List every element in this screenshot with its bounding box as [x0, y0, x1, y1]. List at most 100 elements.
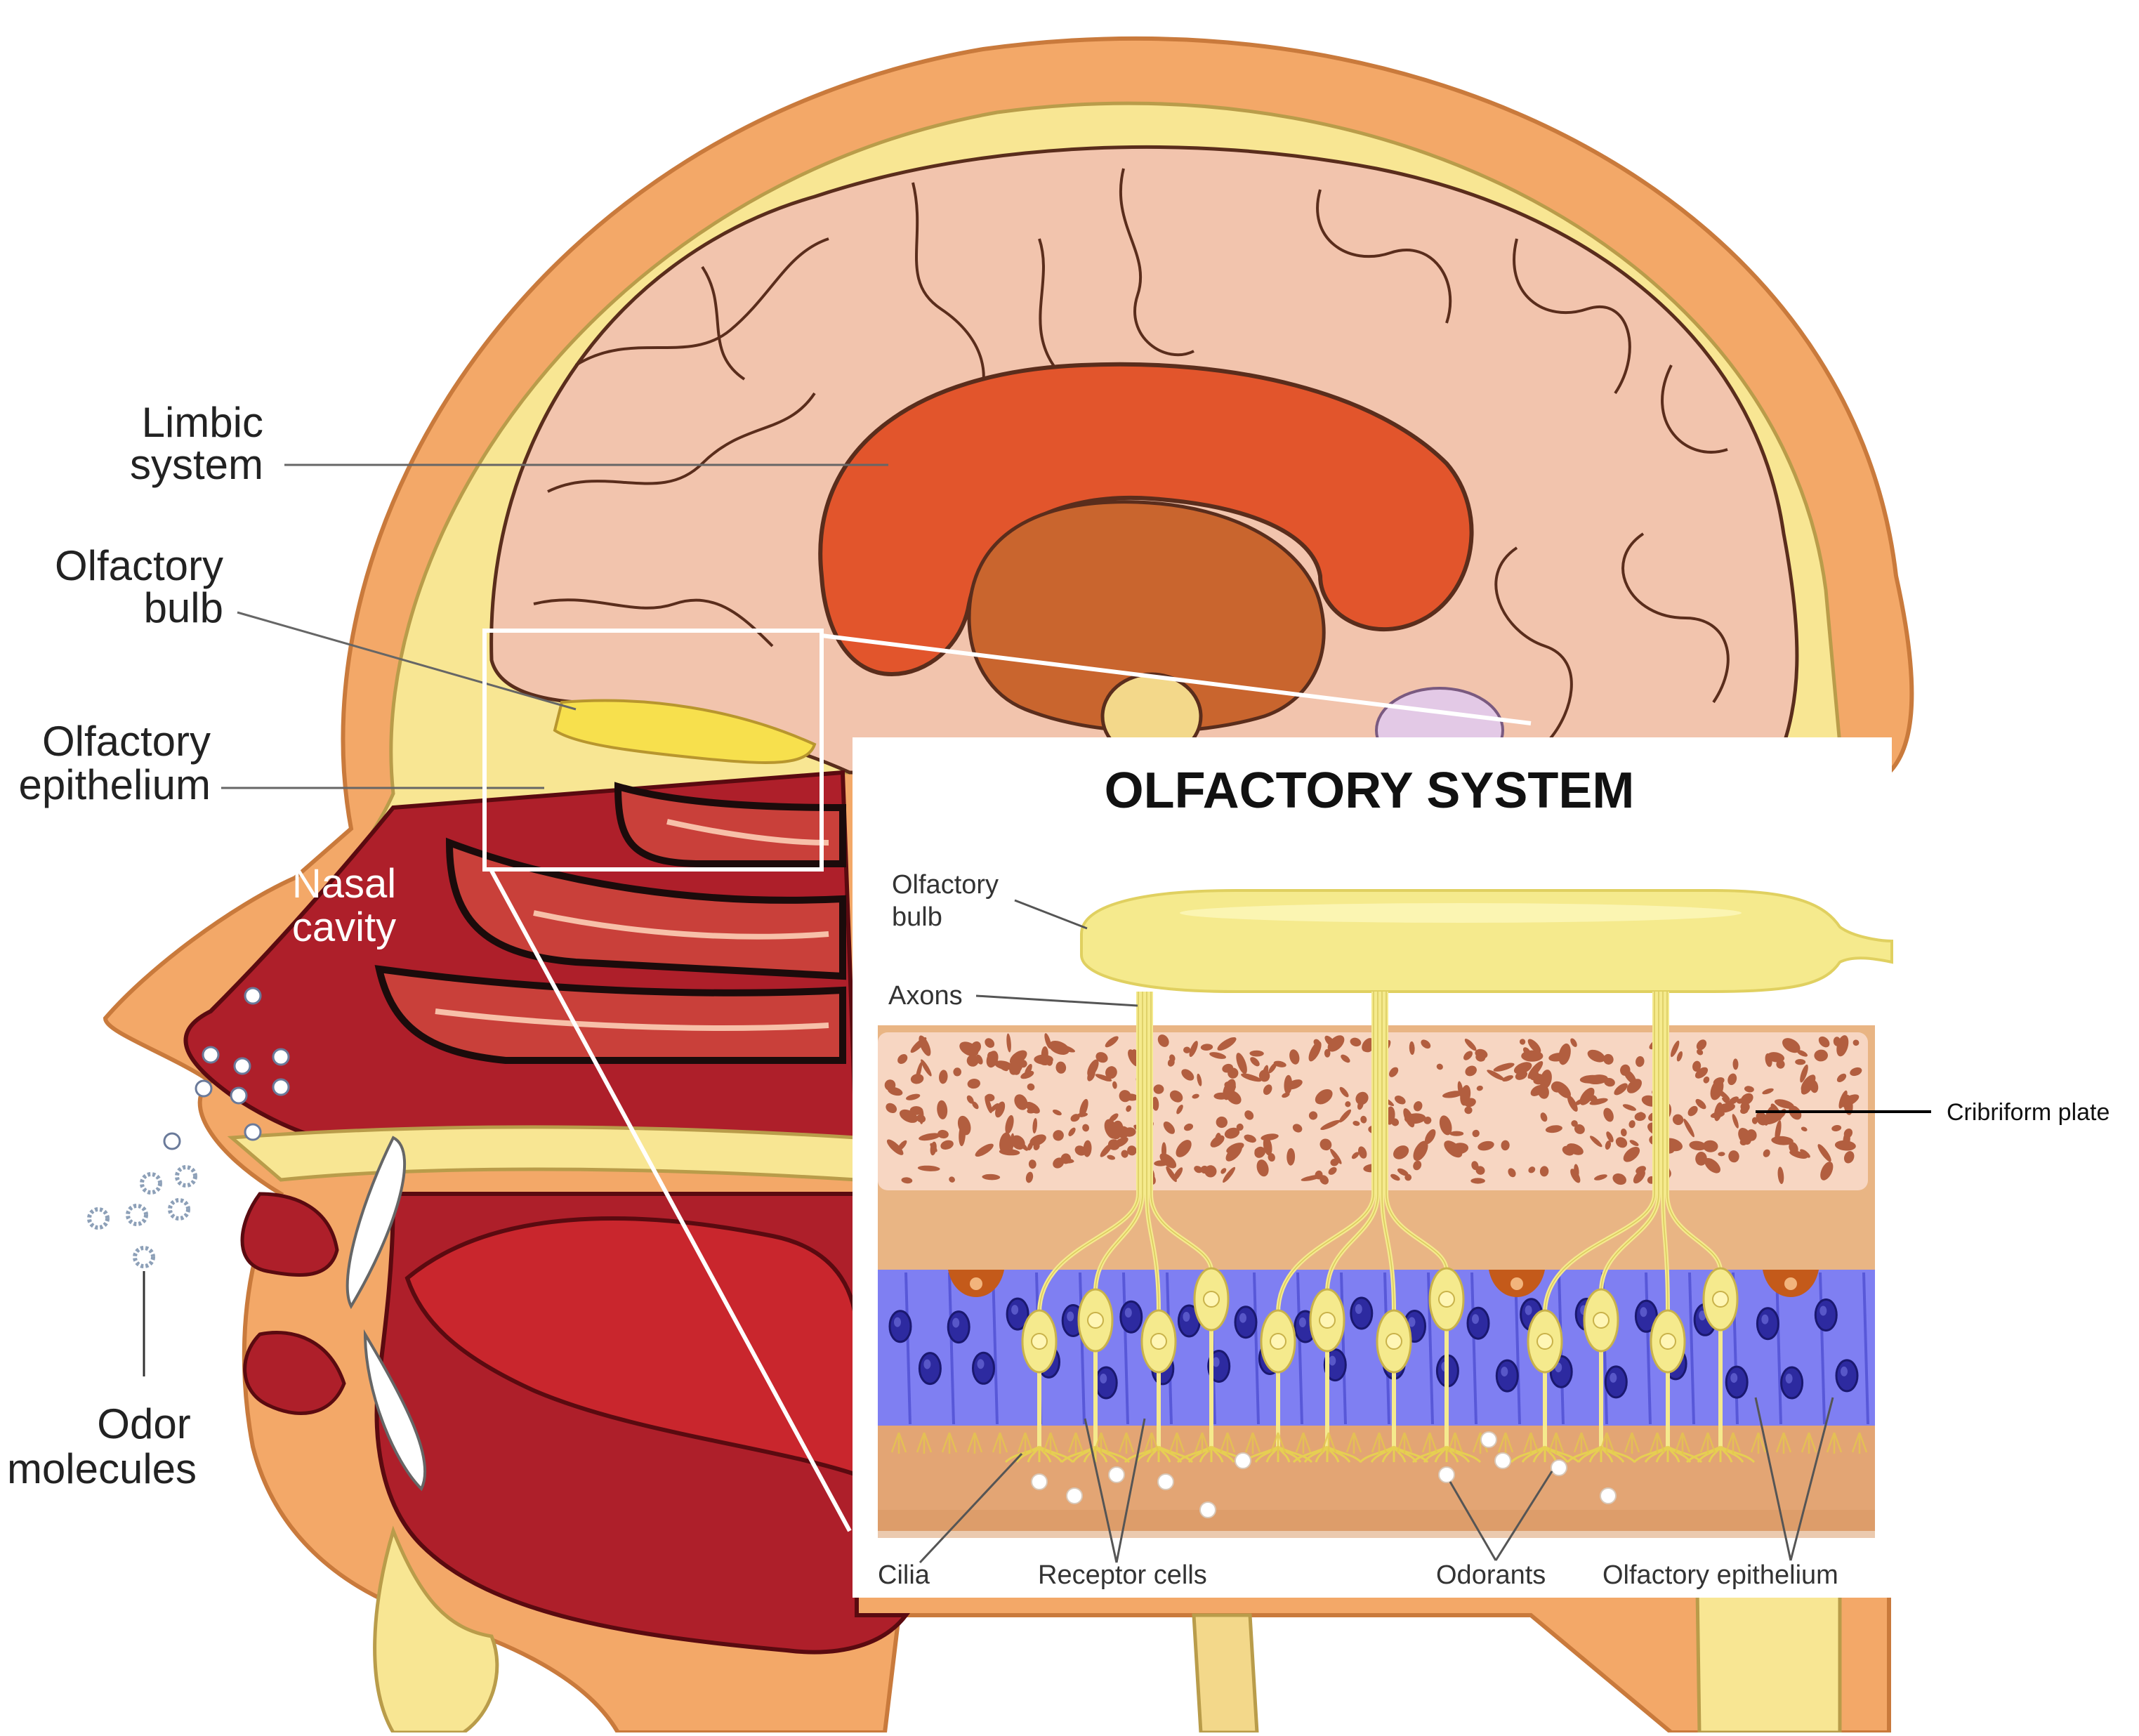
pore — [1579, 1074, 1602, 1084]
pore — [1263, 1136, 1272, 1156]
jaw — [373, 1525, 499, 1735]
odor-molecule — [202, 1046, 220, 1064]
pore — [1313, 1039, 1321, 1046]
cilium — [1277, 1445, 1313, 1464]
pore — [1850, 1067, 1862, 1077]
pore — [1181, 1069, 1194, 1081]
basal-cells — [948, 1270, 1819, 1297]
pore — [1843, 1151, 1855, 1164]
pore — [1163, 1122, 1176, 1134]
pore — [1774, 1099, 1794, 1109]
pore — [1777, 1166, 1784, 1185]
cilium — [1434, 1446, 1448, 1463]
pore — [1762, 1088, 1774, 1095]
cilium — [1315, 1446, 1329, 1463]
cilium — [1027, 1446, 1041, 1463]
pore — [1622, 1104, 1636, 1111]
brain-sulci — [533, 168, 1730, 746]
pore — [1614, 1083, 1628, 1096]
pore — [1460, 1085, 1471, 1106]
pore — [1286, 1148, 1296, 1166]
odorant — [1494, 1452, 1511, 1469]
pore — [1620, 1129, 1627, 1137]
pore — [1192, 1093, 1199, 1099]
pore — [1814, 1049, 1828, 1062]
cilia-label: Cilia — [878, 1560, 930, 1590]
pore — [1176, 1140, 1192, 1157]
pore — [1493, 1063, 1515, 1072]
pore — [1029, 1134, 1046, 1146]
nucleus — [1495, 1359, 1519, 1393]
odorant — [1199, 1501, 1216, 1518]
pore — [1439, 1115, 1452, 1136]
cell-border — [1688, 1272, 1695, 1425]
pore — [1225, 1144, 1242, 1162]
odor-molecule — [168, 1198, 190, 1221]
pore — [1176, 1104, 1183, 1114]
pore — [1105, 1036, 1119, 1048]
pore — [1603, 1107, 1614, 1122]
pore — [1702, 1140, 1718, 1152]
pore — [1728, 1096, 1739, 1105]
bulb-label-line2: bulb — [144, 584, 223, 631]
pore — [1153, 1084, 1164, 1094]
odorant-molecules — [1031, 1431, 1617, 1518]
pore — [1843, 1131, 1850, 1149]
pore — [1545, 1125, 1562, 1133]
odor-molecule — [244, 987, 262, 1005]
pore — [1341, 1054, 1350, 1063]
pore — [930, 1143, 937, 1152]
pore — [1487, 1070, 1505, 1081]
nucleus — [1814, 1298, 1838, 1331]
pore — [1703, 1076, 1710, 1084]
upper-tooth — [345, 1136, 407, 1310]
pore — [967, 1079, 980, 1089]
pore — [1222, 1063, 1234, 1073]
pore — [1189, 1041, 1198, 1058]
odor-molecule — [272, 1048, 290, 1066]
pore — [1339, 1086, 1349, 1098]
pore — [1820, 1162, 1834, 1181]
cilium — [1655, 1446, 1669, 1463]
pore — [1714, 1087, 1730, 1100]
pore — [897, 1054, 908, 1064]
odorant — [1108, 1466, 1125, 1483]
pore — [1166, 1166, 1177, 1183]
pore — [1695, 1098, 1706, 1110]
pore — [917, 1165, 940, 1171]
pore — [1244, 1110, 1254, 1120]
pore — [1800, 1064, 1808, 1083]
cell-border — [1775, 1272, 1782, 1425]
pore — [1775, 1119, 1782, 1143]
pore — [1025, 1171, 1034, 1183]
cilium — [1600, 1445, 1636, 1464]
pore — [1795, 1058, 1806, 1065]
odor-label-line1: Odor — [97, 1400, 190, 1447]
pore — [987, 1051, 998, 1065]
pore — [906, 1093, 921, 1100]
nucleus — [1835, 1359, 1859, 1393]
odor-molecule — [140, 1172, 162, 1195]
limbic-label-line1: Limbic — [142, 399, 263, 446]
pore — [1319, 1138, 1332, 1151]
cilium — [1265, 1446, 1279, 1463]
pore — [1250, 1057, 1260, 1067]
pore — [1282, 1092, 1290, 1098]
cilium — [1708, 1446, 1722, 1463]
pore — [1551, 1081, 1563, 1093]
head-illustration — [103, 36, 1914, 1735]
pore — [1074, 1145, 1086, 1156]
pore — [1796, 1050, 1808, 1057]
head-labels: Limbic system Olfactory bulb Olfactory e… — [7, 399, 396, 1492]
pore — [1558, 1043, 1571, 1065]
pore — [1464, 1039, 1477, 1051]
cell-border — [1296, 1272, 1303, 1425]
pore — [1732, 1058, 1739, 1070]
pore — [1537, 1084, 1549, 1099]
pore — [919, 1133, 941, 1141]
pore — [1095, 1074, 1112, 1081]
pore — [1521, 1050, 1544, 1062]
pore — [884, 1079, 896, 1091]
pore — [1570, 1038, 1577, 1047]
odor-molecule — [233, 1057, 251, 1075]
